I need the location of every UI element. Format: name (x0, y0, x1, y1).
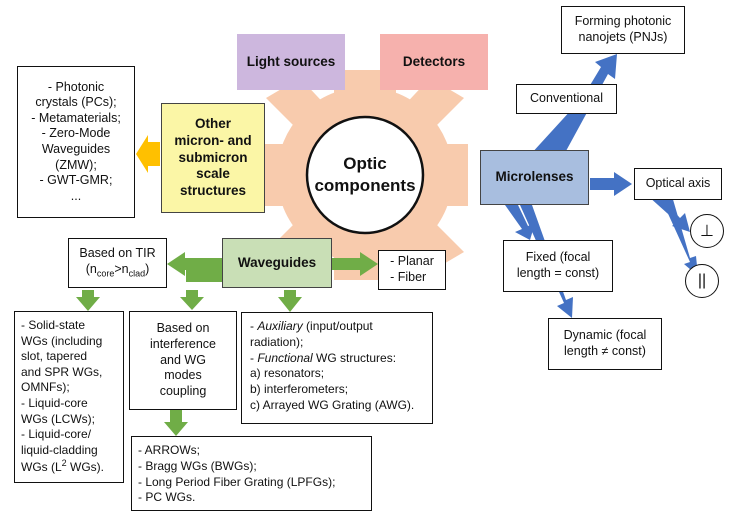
auxiliary-box: - Auxiliary (input/output radiation); - … (241, 312, 433, 424)
center-circle (305, 115, 425, 235)
fixed-box: Fixed (focal length = const) (503, 240, 613, 292)
light-sources-box: Light sources (237, 34, 345, 90)
other-structures-examples: - Photonic crystals (PCs); - Metamateria… (17, 66, 135, 218)
optical-axis-box: Optical axis (634, 168, 722, 200)
arrow-other-examples (136, 135, 160, 173)
planar-fiber-box: - Planar - Fiber (378, 250, 446, 290)
other-structures-box: Other micron- and submicron scale struct… (161, 103, 265, 213)
conventional-box: Conventional (516, 84, 617, 114)
perpendicular-symbol: ⊥ (690, 214, 724, 248)
dynamic-box: Dynamic (focal length ≠ const) (548, 318, 662, 370)
interference-box: Based on interference and WG modes coupl… (129, 311, 237, 410)
green-arrows (76, 252, 378, 436)
pnj-box: Forming photonic nanojets (PNJs) (561, 6, 685, 54)
optic-components-label: Optic components (314, 153, 416, 195)
detectors-box: Detectors (380, 34, 488, 90)
solid-state-box: - Solid-state WGs (including slot, taper… (14, 311, 124, 483)
tir-box: Based on TIR (ncore>nclad) (68, 238, 167, 288)
microlenses-box: Microlenses (480, 150, 589, 205)
waveguides-box: Waveguides (222, 238, 332, 288)
parallel-symbol: || (685, 264, 719, 298)
arrows-box: - ARROWs; - Bragg WGs (BWGs); - Long Per… (131, 436, 372, 511)
